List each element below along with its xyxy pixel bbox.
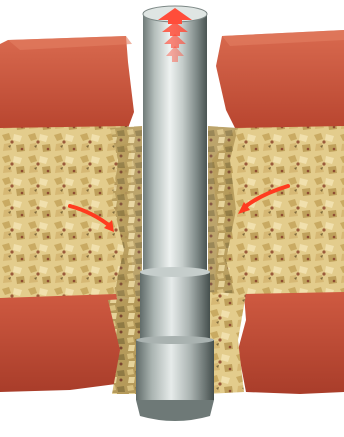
- lower-rock-layer-left: [0, 294, 124, 392]
- collar-band-edge: [136, 336, 214, 344]
- lower-rock-layer-right: [238, 292, 344, 394]
- upper-rock-layer: [0, 36, 134, 130]
- collar-lower-band: [136, 340, 214, 400]
- tool-collar: [140, 272, 210, 344]
- pipe-bottom: [136, 400, 214, 421]
- collar-top-edge: [140, 267, 210, 277]
